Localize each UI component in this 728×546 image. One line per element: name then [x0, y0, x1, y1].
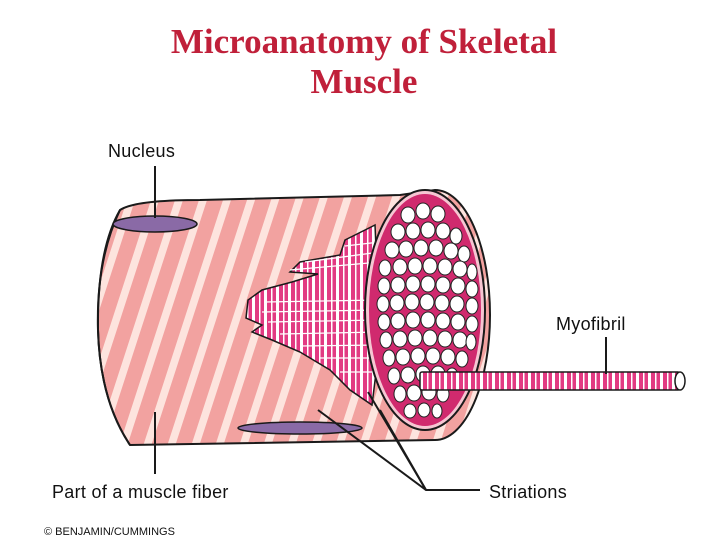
- myofibril-label: Myofibril: [556, 314, 626, 334]
- nucleus-bottom: [237, 421, 363, 435]
- exposed-myofibrils: [245, 223, 381, 407]
- slide-title-line-2: Muscle: [310, 62, 418, 101]
- striations-label: Striations: [489, 482, 568, 502]
- slide-title: Microanatomy of Skeletal Muscle: [0, 22, 728, 102]
- striations-leader-line-3: [379, 409, 427, 491]
- myofibril-strand: [419, 371, 686, 391]
- nucleus-top: [112, 215, 198, 233]
- nucleus-label: Nucleus: [108, 141, 176, 161]
- cross-section-face: [364, 189, 486, 431]
- slide-title-line-1: Microanatomy of Skeletal: [170, 22, 558, 61]
- leader-lines: [154, 166, 607, 491]
- muscle-fiber-label: Part of a muscle fiber: [52, 482, 229, 502]
- copyright-notice: © BENJAMIN/CUMMINGS: [44, 526, 175, 538]
